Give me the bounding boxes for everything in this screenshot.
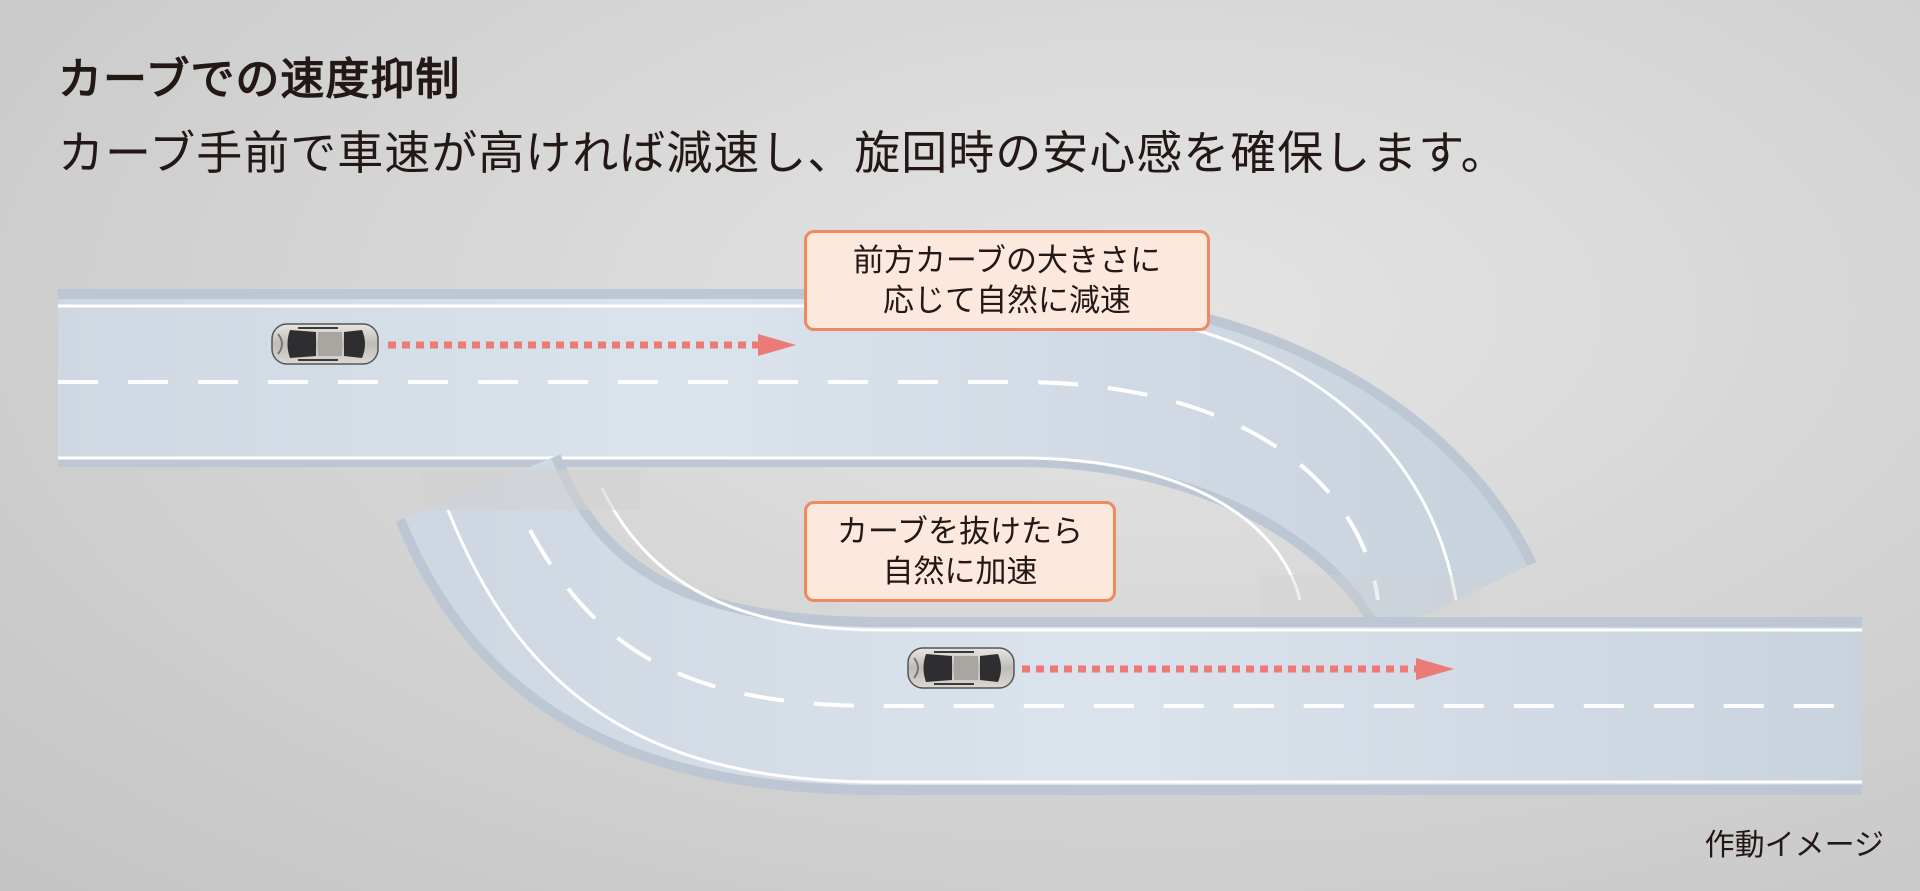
car-upper (271, 323, 379, 365)
car-lower (907, 647, 1015, 689)
callout-accelerate: カーブを抜けたら 自然に加速 (804, 501, 1116, 602)
lower-road (395, 452, 1862, 795)
image-caption: 作動イメージ (1704, 828, 1884, 863)
accelerate-arrow (1022, 658, 1454, 680)
upper-road (58, 289, 1537, 641)
decelerate-arrow (388, 334, 796, 356)
heading: カーブでの速度抑制 (58, 54, 461, 105)
callout-accelerate-line-2: 自然に加速 (882, 553, 1038, 590)
callout-decelerate-line-1: 前方カーブの大きさに (852, 242, 1162, 279)
callout-decelerate: 前方カーブの大きさに 応じて自然に減速 (804, 230, 1210, 331)
callout-accelerate-line-1: カーブを抜けたら (836, 513, 1084, 550)
callout-decelerate-line-2: 応じて自然に減速 (883, 282, 1131, 319)
subheading: カーブ手前で車速が高ければ減速し、旋回時の安心感を確保します。 (58, 126, 1508, 180)
